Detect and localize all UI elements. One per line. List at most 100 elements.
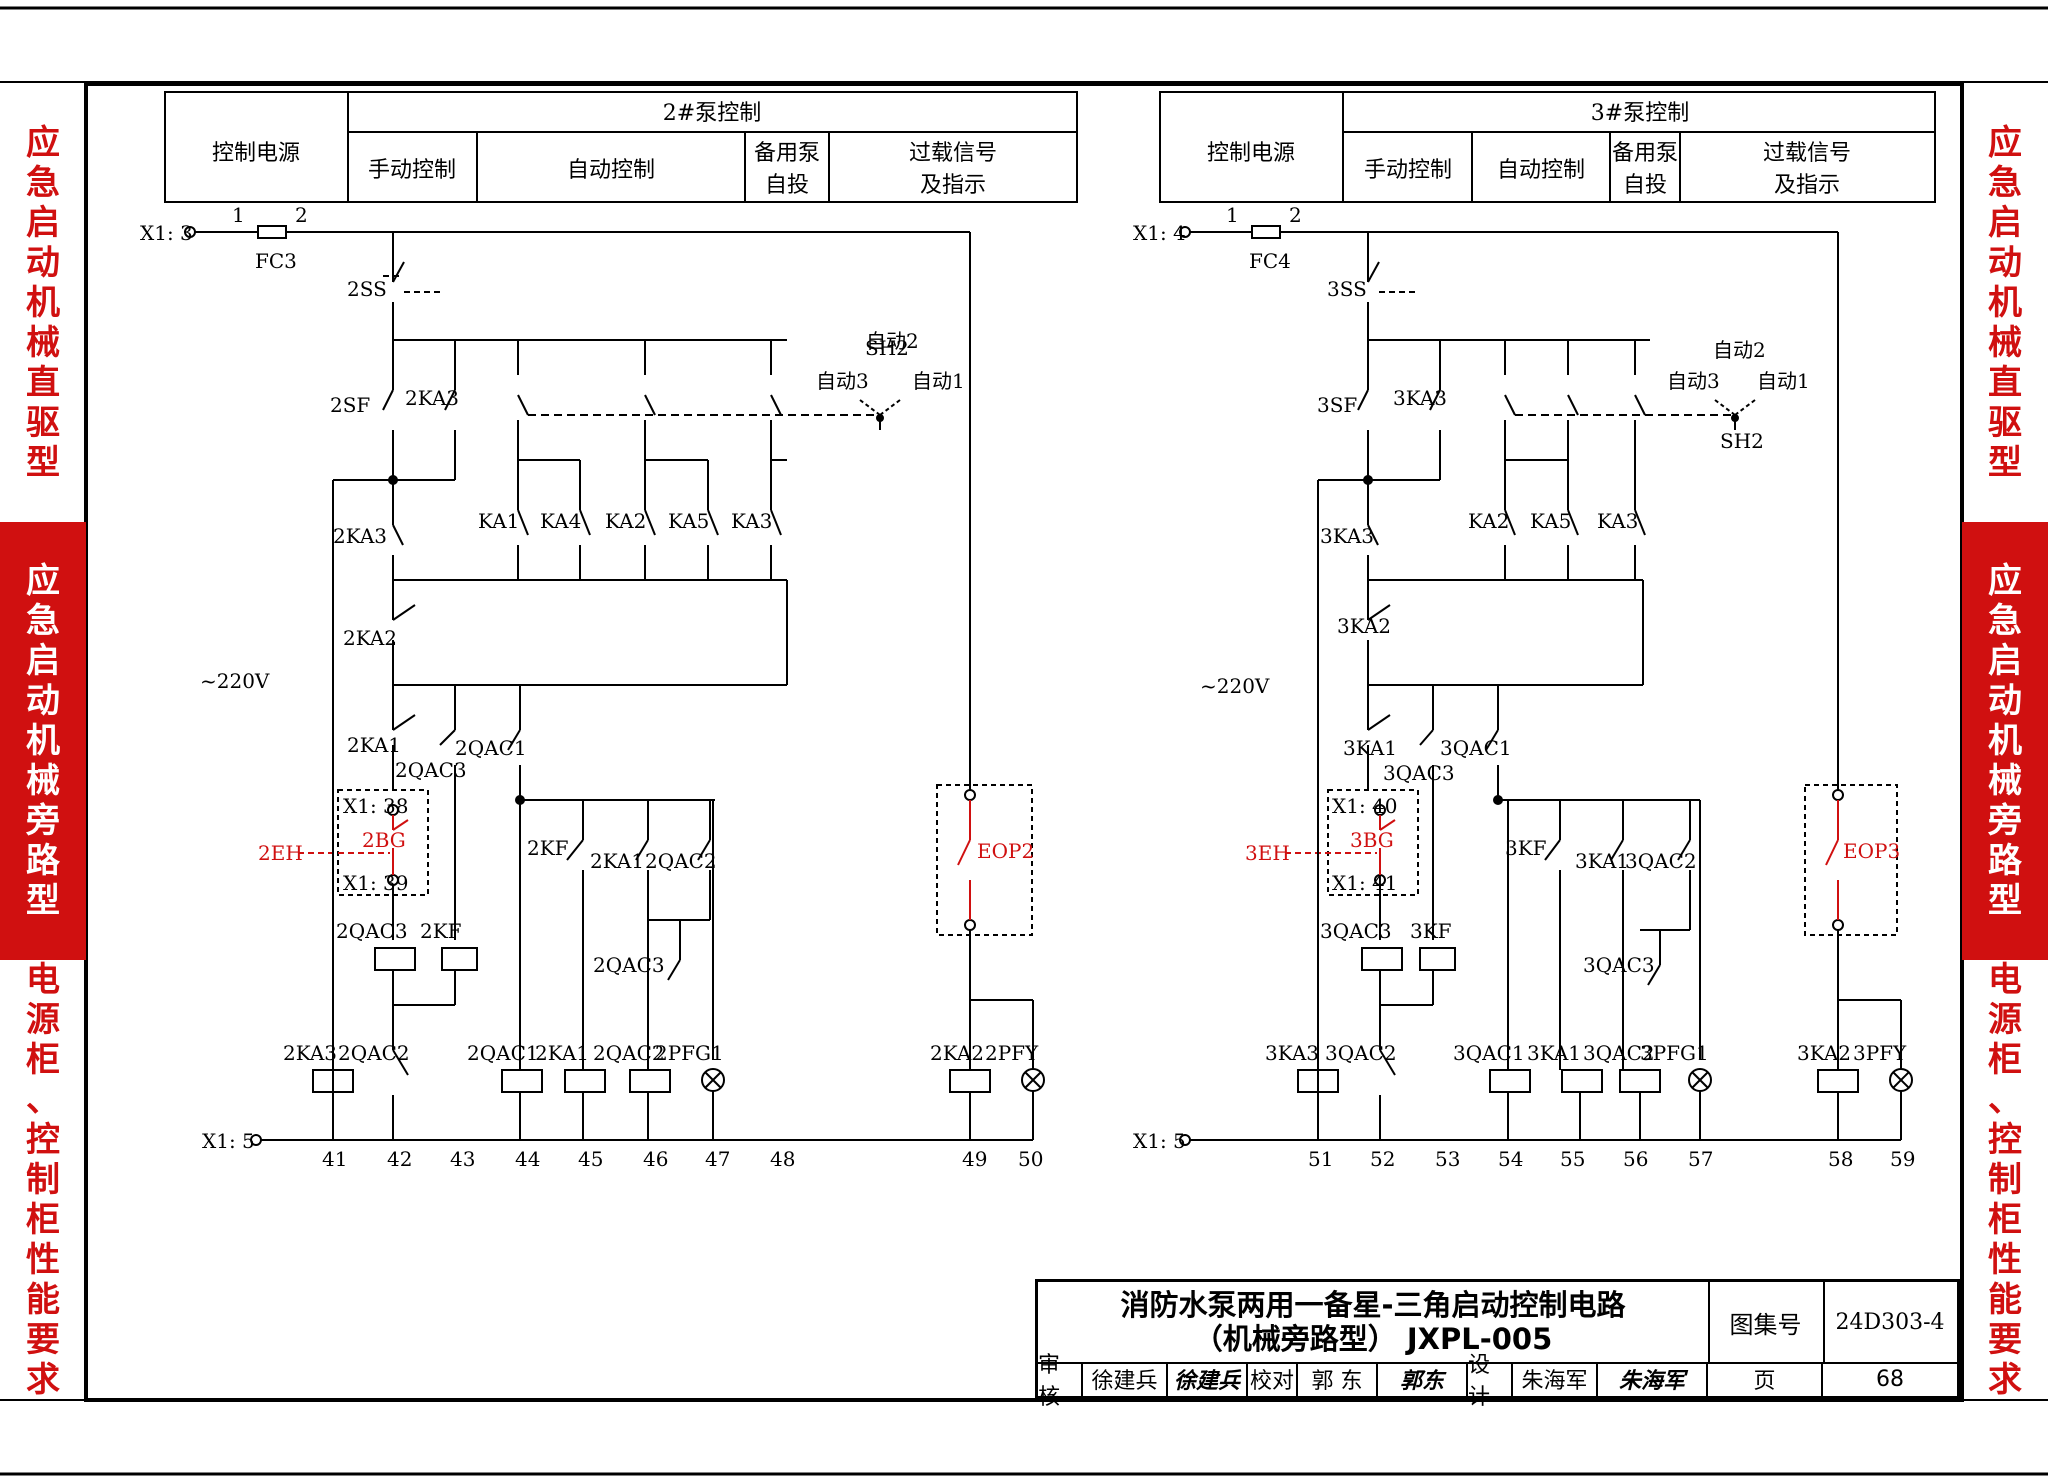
pump2-aux-contact-ka1: KA1: [478, 509, 519, 533]
side-tab-char: 控: [26, 1120, 60, 1160]
side-tab-char: 急: [1988, 601, 2022, 641]
pump2-header-table: [164, 91, 1078, 203]
pump2-node-45: 45: [578, 1147, 603, 1171]
pump2-header-overload-2: 及指示: [920, 173, 986, 198]
side-tab-char: 柜: [26, 1040, 60, 1080]
page-label: 页: [1708, 1362, 1823, 1396]
side-tab-char: 要: [26, 1320, 60, 1360]
side-tab-right-2[interactable]: 应急启动机械旁路型: [1962, 522, 2048, 960]
pump3-relay-ka3-mid: 3KA3: [1320, 524, 1374, 548]
pump3-node-55: 55: [1560, 1147, 1585, 1171]
pump3-node-58: 58: [1828, 1147, 1853, 1171]
pump3-header-group: 3#泵控制: [1591, 101, 1689, 126]
check-signature: 郭东: [1378, 1362, 1468, 1396]
side-tab-char: 动: [26, 243, 60, 283]
design-signature: 朱海军: [1598, 1362, 1708, 1396]
side-tab-char: 应: [26, 123, 60, 163]
side-tab-right-3[interactable]: 电源柜、控制柜性能要求: [1962, 960, 2048, 1400]
pump2-coil-qac2: 2QAC2: [593, 1041, 665, 1065]
pump3-switch-sf: 3SF: [1317, 393, 1357, 417]
side-tab-char: 型: [26, 443, 60, 483]
pump3-qac2-contact: 3QAC2: [1625, 849, 1697, 873]
side-tab-char: 源: [26, 1000, 60, 1040]
drawing-title-line2: （机械旁路型） JXPL-005: [1193, 1322, 1553, 1356]
pump3-header-standby-1: 备用泵: [1612, 141, 1678, 166]
side-tab-char: 能: [26, 1280, 60, 1320]
pump2-header-power: 控制电源: [212, 141, 300, 166]
pump3-lamp-pfg1: 3PFG1: [1640, 1041, 1709, 1065]
drawing-title-line1: 消防水泵两用一备星-三角启动控制电路: [1120, 1288, 1626, 1322]
pump2-qac3-contact: 2QAC3: [593, 953, 665, 977]
pump2-fuse-pin2: 2: [295, 203, 308, 227]
pump2-node-50: 50: [1018, 1147, 1043, 1171]
pump3-node-56: 56: [1623, 1147, 1648, 1171]
pump2-node-44: 44: [515, 1147, 540, 1171]
side-tab-right-1[interactable]: 应急启动机械直驱型: [1962, 84, 2048, 522]
side-tab-char: 源: [1988, 1000, 2022, 1040]
pump2-wiring: [184, 225, 1045, 1146]
check-label: 校对: [1248, 1362, 1298, 1396]
side-tab-char: 急: [1988, 163, 2022, 203]
pump2-supply-in: X1: 3: [140, 221, 193, 245]
pump3-header-overload-1: 过载信号: [1763, 141, 1851, 166]
side-tab-char: 制: [1988, 1160, 2022, 1200]
pump3-node-59: 59: [1890, 1147, 1915, 1171]
side-tab-char: 械: [26, 761, 60, 801]
pump2-lamp-pfy: 2PFY: [985, 1041, 1039, 1065]
pump3-selector: SH2: [1720, 429, 1764, 453]
pump2-aux-contact-ka4: KA4: [540, 509, 581, 533]
side-tab-char: 柜: [26, 1200, 60, 1240]
pump3-node-52: 52: [1370, 1147, 1395, 1171]
side-tab-char: 型: [1988, 443, 2022, 483]
side-tab-left-3[interactable]: 电源柜、控制柜性能要求: [0, 960, 86, 1400]
pump3-header-manual: 手动控制: [1364, 158, 1452, 183]
pump2-header-standby-1: 备用泵: [754, 141, 820, 166]
pump3-qac3-contact: 3QAC3: [1583, 953, 1655, 977]
pump3-header-power: 控制电源: [1207, 141, 1295, 166]
side-tab-char: 路: [1988, 841, 2022, 881]
pump3-switch-ss: 3SS: [1327, 277, 1367, 301]
side-tab-char: 直: [26, 363, 60, 403]
design-label: 设计: [1468, 1353, 1513, 1410]
atlas-number: 24D303-4: [1823, 1282, 1957, 1364]
pump3-lamp-pfy: 3PFY: [1853, 1041, 1907, 1065]
side-tab-left-2[interactable]: 应急启动机械旁路型: [0, 522, 86, 960]
pump3-wiring: [1179, 225, 1913, 1146]
pump2-kf-contact: 2KF: [527, 836, 569, 860]
pump2-bg: 2BG: [362, 828, 406, 852]
side-tab-char: 柜: [1988, 1200, 2022, 1240]
pump2-relay-ka3-top: 2KA3: [405, 386, 459, 410]
pump3-coil-qac1: 3QAC1: [1453, 1041, 1525, 1065]
pump3-node-53: 53: [1435, 1147, 1460, 1171]
pump3-coil-kf: 3KF: [1410, 919, 1452, 943]
side-tab-left-1[interactable]: 应急启动机械直驱型: [0, 84, 86, 522]
pump3-coil-qac3: 3QAC3: [1320, 919, 1392, 943]
pump2-contact-qac2: 2QAC2: [338, 1041, 410, 1065]
pump2-aux-contact-ka5: KA5: [668, 509, 709, 533]
pump3-supply-return: X1: 5: [1133, 1129, 1186, 1153]
side-tab-char: 应: [26, 561, 60, 601]
pump2-header-standby-2: 自投: [765, 173, 809, 198]
pump2-header-overload-1: 过载信号: [909, 141, 997, 166]
side-tab-char: 控: [1988, 1120, 2022, 1160]
pump2-control-circuit: 控制电源 2#泵控制 手动控制 自动控制 备用泵 自投 过载信号 及指示: [140, 91, 1078, 1171]
drawing-title: 消防水泵两用一备星-三角启动控制电路 （机械旁路型） JXPL-005: [1038, 1282, 1710, 1364]
pump3-header-auto: 自动控制: [1497, 158, 1585, 183]
side-tab-char: 驱: [26, 403, 60, 443]
pump2-relay-qac1-contact: 2QAC1: [455, 736, 527, 760]
pump2-relay-ka1: 2KA1: [347, 733, 401, 757]
pump3-relay-qac1-contact: 3QAC1: [1440, 736, 1512, 760]
side-tab-char: 启: [26, 203, 60, 243]
pump2-voltage: ~220V: [200, 669, 270, 693]
side-tab-char: 要: [1988, 1320, 2022, 1360]
pump3-fuse-pin2: 2: [1289, 203, 1302, 227]
pump2-switch-sf: 2SF: [330, 393, 370, 417]
pump3-header-overload-2: 及指示: [1774, 173, 1840, 198]
pump2-node-41: 41: [322, 1147, 347, 1171]
pump2-switch-ss: 2SS: [347, 277, 387, 301]
pump3-relay-ka2: 3KA2: [1337, 614, 1391, 638]
side-tab-char: 路: [26, 841, 60, 881]
side-tab-char: 性: [1988, 1240, 2022, 1280]
side-tab-char: 旁: [1988, 801, 2022, 841]
side-tab-char: 急: [26, 601, 60, 641]
